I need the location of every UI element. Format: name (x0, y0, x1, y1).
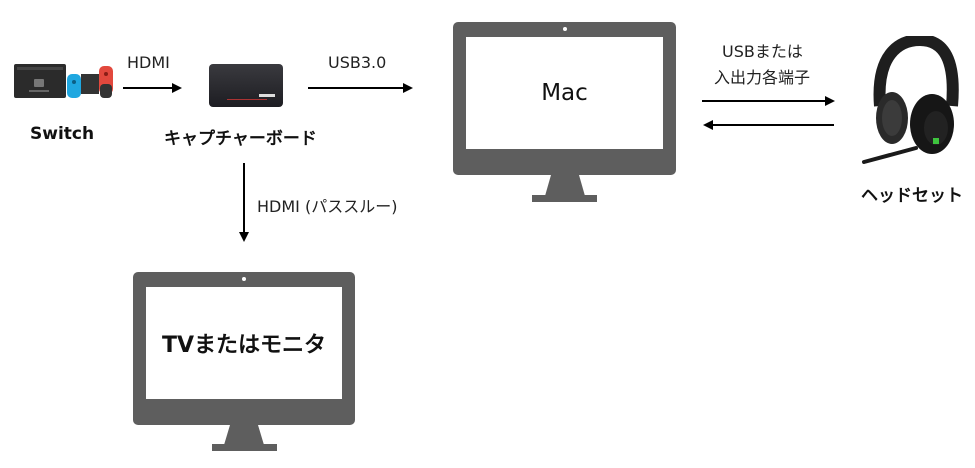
usb30-arrow-head (403, 83, 413, 93)
headset-to-mac-arrow-head (703, 120, 713, 130)
usb-or-io-label-line1: USBまたは (722, 42, 803, 61)
usb30-label: USB3.0 (328, 53, 387, 72)
usb-or-io-label-line2: 入出力各端子 (714, 68, 811, 87)
capture-board-label: キャプチャーボード (164, 129, 317, 149)
hdmi-label: HDMI (127, 53, 170, 72)
hdmi-arrow-head (172, 83, 182, 93)
headset-label: ヘッドセット (861, 186, 963, 206)
mac-base (532, 195, 597, 202)
usb30-arrow-line (308, 87, 404, 89)
tv-monitor: TVまたはモニタ (133, 272, 355, 425)
hdmi-passthrough-arrow-head (239, 232, 249, 242)
switch-image (14, 62, 114, 102)
switch-label: Switch (30, 124, 95, 144)
hdmi-arrow-line (123, 87, 173, 89)
mac-screen: Mac (466, 37, 663, 149)
tv-base (212, 444, 277, 451)
headset-image (858, 33, 962, 166)
capture-board-image (209, 64, 283, 107)
tv-label: TVまたはモニタ (161, 333, 327, 358)
tv-screen: TVまたはモニタ (146, 287, 342, 399)
mac-to-headset-arrow-head (825, 96, 835, 106)
hdmi-passthrough-arrow-line (243, 163, 245, 233)
mac-stand (545, 175, 585, 196)
mac-to-headset-arrow-line (702, 100, 826, 102)
camera-dot (562, 27, 567, 31)
tv-stand (224, 425, 264, 445)
mac-monitor: Mac (453, 22, 676, 175)
mac-label: Mac (541, 80, 588, 106)
camera-dot (242, 277, 246, 281)
headset-to-mac-arrow-line (712, 124, 834, 126)
hdmi-passthrough-label: HDMI (パススルー) (257, 197, 398, 216)
